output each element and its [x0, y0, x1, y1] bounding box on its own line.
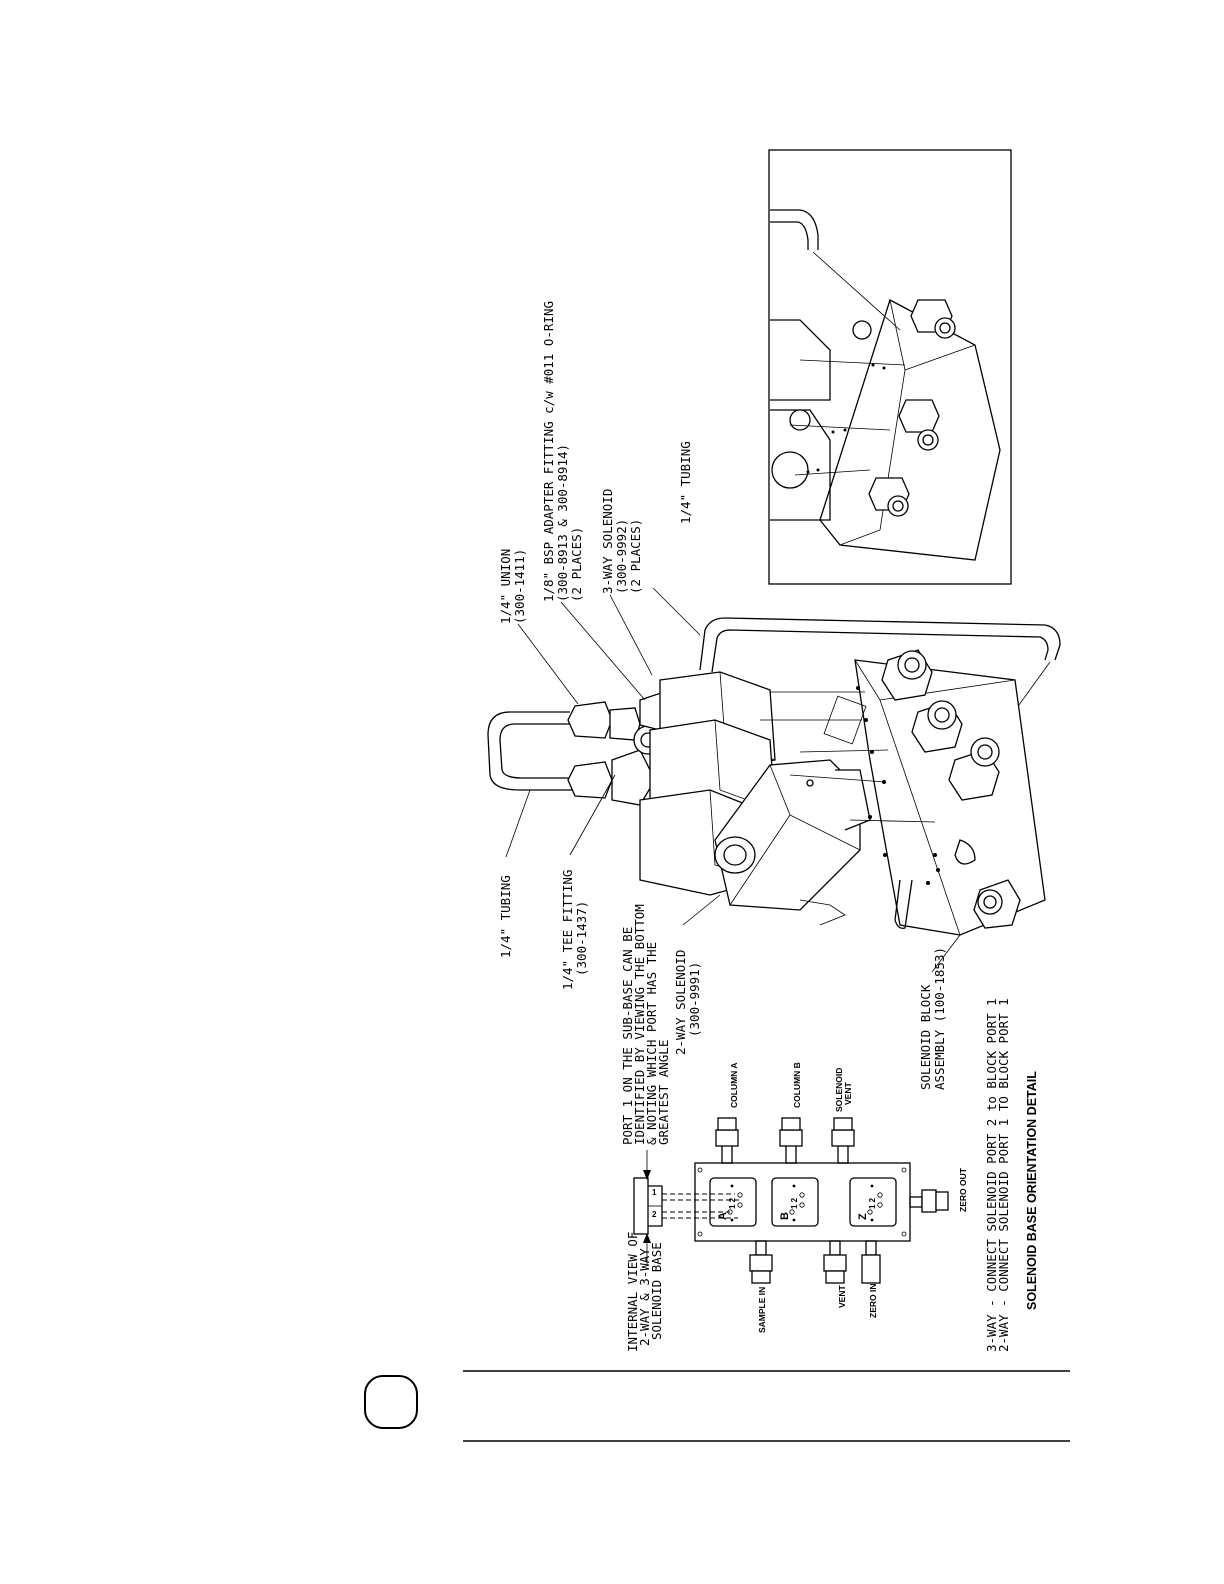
- connect-3way-note: 3-WAY - CONNECT SOLENOID PORT 2 to BLOCK…: [984, 998, 999, 1352]
- internal-base-view: [633, 1177, 649, 1235]
- part-labels: 1/4" TUBING 1/4" UNION (300-1411) 1/8" B…: [498, 301, 947, 1090]
- inset-view: [768, 149, 1012, 585]
- port-pad-b: B 1 2: [771, 1177, 819, 1227]
- label-sample-in: SAMPLE IN: [757, 1287, 767, 1333]
- label-union: 1/4" UNION: [498, 549, 513, 624]
- internal-view-1: INTERNAL VIEW OF: [625, 1232, 640, 1352]
- orientation-detail: PORT 1 ON THE SUB-BASE CAN BE IDENTIFIED…: [620, 904, 1039, 1352]
- zero-out-fitting: [909, 1189, 949, 1213]
- page-footer: [364, 1370, 1070, 1442]
- tubing-left-part: [487, 711, 575, 791]
- svg-text:B: B: [779, 1212, 791, 1220]
- page-tab-badge: [364, 1375, 418, 1429]
- svg-text:1 2: 1 2: [868, 1197, 877, 1209]
- svg-text:1 2: 1 2: [728, 1197, 737, 1209]
- label-tee-fitting-pn: (300-1437): [574, 901, 589, 976]
- internal-view-2: 2-WAY & 3-WAY: [637, 1248, 652, 1346]
- port-pad-z: Z 1 2: [849, 1177, 897, 1227]
- svg-text:A: A: [717, 1212, 729, 1220]
- svg-text:Z: Z: [857, 1213, 869, 1220]
- detail-fittings-top: [715, 1117, 855, 1164]
- detail-note-3: & NOTING WHICH PORT HAS THE: [644, 942, 659, 1145]
- label-zero-out: ZERO OUT: [958, 1167, 968, 1212]
- internal-port-two: 2: [652, 1210, 657, 1219]
- label-2way-solenoid: 2-WAY SOLENOID: [673, 950, 688, 1055]
- internal-view-3: SOLENOID BASE: [649, 1242, 664, 1340]
- connect-2way-note: 2-WAY - CONNECT SOLENOID PORT 1 TO BLOCK…: [996, 998, 1011, 1352]
- label-solenoid-vent-2: VENT: [843, 1082, 853, 1105]
- label-solenoid-block-pn: ASSEMBLY (100-1853): [932, 947, 947, 1090]
- label-vent: VENT: [837, 1285, 847, 1308]
- label-tubing-left: 1/4" TUBING: [498, 875, 513, 958]
- label-zero-in: ZERO IN: [868, 1284, 878, 1318]
- inset-frame: [768, 149, 1012, 585]
- union-fitting: [567, 701, 613, 739]
- svg-text:1 2: 1 2: [790, 1197, 799, 1209]
- label-2way-solenoid-pn: (300-9991): [687, 962, 702, 1037]
- label-solenoid-vent-1: SOLENOID: [834, 1068, 844, 1112]
- label-solenoid-block: SOLENOID BLOCK: [918, 984, 933, 1090]
- label-3way-solenoid: 3-WAY SOLENOID: [600, 489, 615, 594]
- detail-note-1: PORT 1 ON THE SUB-BASE CAN BE: [620, 927, 635, 1145]
- tubing-right: [699, 617, 1061, 671]
- leader-lines: [505, 587, 961, 973]
- label-tubing-right: 1/4" TUBING: [678, 441, 693, 524]
- internal-port-one: 1: [652, 1188, 657, 1197]
- solenoid-assembly-iso: [487, 617, 1061, 936]
- port-pad-a: A 1 2: [709, 1177, 757, 1227]
- block-fittings: [881, 649, 1021, 929]
- tee-fitting: [611, 749, 656, 806]
- label-bsp-adapter-qty: (2 PLACES): [569, 527, 584, 602]
- detail-note-2: IDENTIFIED BY VIEWING THE BOTTOM: [632, 904, 647, 1145]
- label-3way-solenoid-qty: (2 PLACES): [628, 519, 643, 594]
- label-bsp-adapter: 1/8" BSP ADAPTER FITTING c/w #011 O-RING: [541, 301, 556, 602]
- label-column-b: COLUMN B: [792, 1062, 802, 1108]
- label-column-a: COLUMN A: [729, 1063, 739, 1108]
- label-bsp-adapter-pn: (300-8913 & 300-8914): [555, 444, 570, 602]
- label-3way-solenoid-pn: (300-9992): [614, 519, 629, 594]
- orientation-detail-title: SOLENOID BASE ORIENTATION DETAIL: [1025, 1071, 1039, 1310]
- detail-note-4: GREATEST ANGLE: [656, 1040, 671, 1145]
- label-tee-fitting: 1/4" TEE FITTING: [560, 870, 575, 990]
- detail-fittings-bottom: [749, 1240, 881, 1284]
- label-union-pn: (300-1411): [512, 549, 527, 624]
